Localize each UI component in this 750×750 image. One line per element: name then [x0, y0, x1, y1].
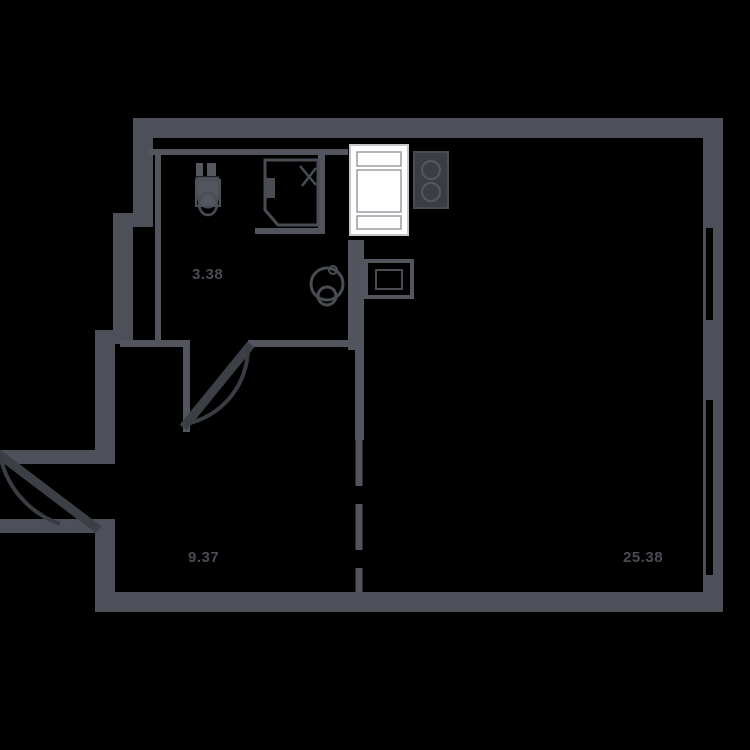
stove-icon — [364, 259, 414, 299]
entrance-door-leaf — [0, 449, 102, 534]
hall-door — [179, 341, 255, 431]
wall-entrance-top — [0, 450, 115, 464]
wall-bottom — [95, 592, 723, 612]
window-lower-right — [706, 400, 713, 575]
balcony-door-panel-bottom — [356, 215, 402, 230]
partition-bath-bottom — [255, 228, 325, 234]
balcony-door-panel-top — [356, 151, 402, 167]
partition-bathroom-top — [148, 149, 348, 155]
wall-top — [133, 118, 723, 138]
bathtub-icon — [263, 158, 320, 227]
kitchen-sink-icon — [309, 265, 345, 307]
hall-door-leaf — [179, 341, 255, 431]
wall-left-lower-b — [95, 533, 115, 612]
wall-left-lower-a — [95, 330, 115, 450]
partition-hall-step-left — [120, 340, 190, 347]
room-area-label-living-room: 25.38 — [623, 549, 664, 566]
room-area-label-hall: 9.37 — [188, 549, 220, 566]
balcony-door — [349, 144, 409, 236]
bathroom-fixtures — [195, 158, 320, 227]
partition-bathroom-left — [155, 155, 161, 345]
toilet-icon — [195, 163, 220, 217]
wall-left-upper — [133, 118, 153, 213]
washbasin-icon — [195, 179, 221, 207]
window-upper-right — [706, 228, 713, 320]
hall-door-swing-arc — [185, 347, 250, 426]
entrance-door — [0, 449, 102, 534]
partition-central-vertical — [355, 240, 364, 440]
partition-bath-right — [318, 155, 325, 233]
windows-right-wall — [706, 228, 713, 575]
balcony-door-panel-middle — [356, 169, 402, 213]
partition-kitchen-stub — [348, 240, 355, 350]
wall-left-mid — [113, 213, 133, 330]
kitchen-fixtures — [309, 151, 449, 307]
entrance-door-swing-arc — [0, 454, 61, 526]
washing-machine-icon — [413, 151, 449, 209]
partition-hall-top-right — [248, 340, 358, 347]
room-area-label-bathroom: 3.38 — [192, 266, 224, 283]
partition-hall-vertical — [183, 340, 190, 432]
interior-partitions — [120, 149, 364, 440]
